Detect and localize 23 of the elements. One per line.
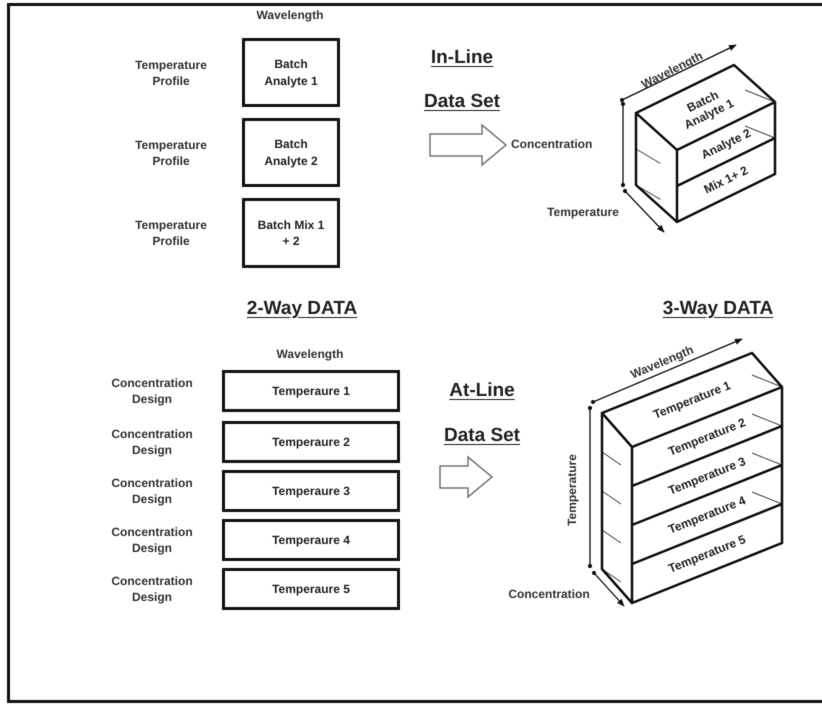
row-label: Temperature Profile xyxy=(134,56,208,89)
block-arrow xyxy=(429,123,508,167)
section-heading: At-Line xyxy=(449,380,515,402)
axis-label: Temperature xyxy=(565,454,579,526)
row-label: Concentration Design xyxy=(110,524,194,556)
row-label: Temperature Profile xyxy=(134,136,208,169)
row-label: Concentration Design xyxy=(110,426,194,458)
row-label: Concentration Design xyxy=(110,474,194,508)
axis-label: Temperature xyxy=(547,205,619,219)
axis-label: Concentration xyxy=(511,137,592,151)
row-label: Concentration Design xyxy=(110,572,194,606)
section-heading: Data Set xyxy=(444,425,520,447)
row-label: Concentration Design xyxy=(110,374,194,408)
axis-label: Concentration xyxy=(508,587,590,601)
layer-label: Mix 1+ 2 xyxy=(702,163,750,197)
row-label: Temperature Profile xyxy=(134,216,208,250)
section-heading: 2-Way DATA xyxy=(246,298,358,320)
section-heading: In-Line xyxy=(430,47,494,69)
block-arrow xyxy=(439,455,494,499)
axis-label: Wavelength xyxy=(276,347,344,361)
axis-label: Wavelength xyxy=(256,8,324,22)
section-heading: Data Set xyxy=(424,91,500,113)
section-heading: 3-Way DATA xyxy=(662,298,774,320)
